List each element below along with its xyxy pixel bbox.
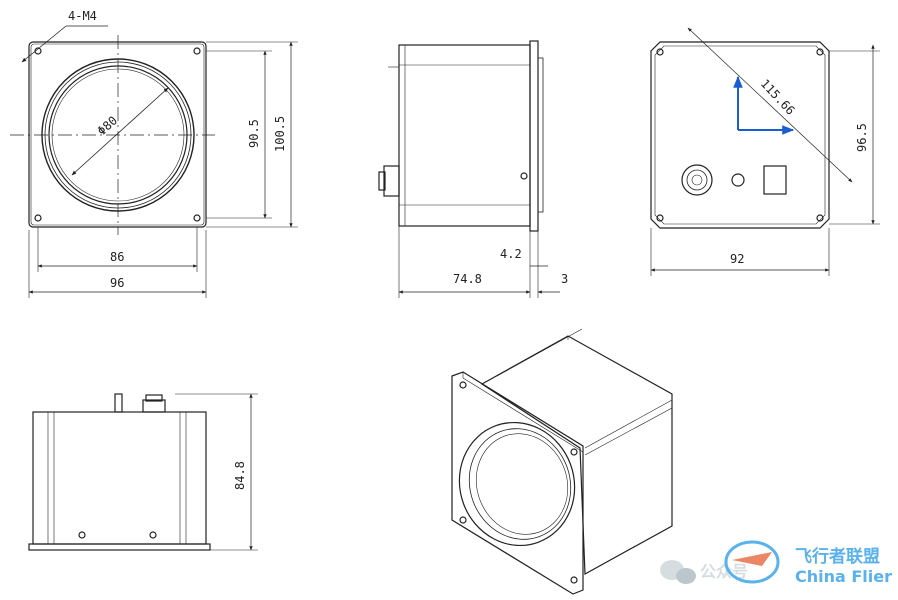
flange-thickness-label: 3	[561, 272, 568, 286]
front-view	[10, 25, 298, 298]
rear-view	[650, 27, 880, 276]
rear-width-label: 92	[730, 252, 744, 266]
bottom-view	[28, 393, 258, 551]
body-length-label: 74.8	[453, 272, 482, 286]
coordinate-axes	[733, 75, 795, 135]
watermark: 公众号 飞行者联盟 China Flier	[660, 540, 892, 586]
isometric-view	[451, 328, 673, 595]
brand-cn-label: 飞行者联盟	[795, 546, 880, 567]
width-inner-label: 86	[110, 250, 124, 264]
brand-en-label: China Flier	[795, 567, 892, 586]
width-outer-label: 96	[110, 276, 124, 290]
airplane-logo-icon	[724, 540, 780, 584]
diagonal-label: 115.66	[758, 76, 798, 117]
height-outer-label: 100.5	[273, 116, 287, 152]
bottom-height-label: 84.8	[233, 461, 247, 490]
account-label: 公众号	[700, 562, 748, 581]
side-view	[378, 40, 560, 298]
hole-callout-label: 4-M4	[68, 9, 97, 23]
height-inner-label: 90.5	[247, 119, 261, 148]
rear-height-label: 96.5	[855, 123, 869, 152]
flange-offset-label: 4.2	[500, 247, 522, 261]
wechat-icon	[660, 560, 696, 584]
